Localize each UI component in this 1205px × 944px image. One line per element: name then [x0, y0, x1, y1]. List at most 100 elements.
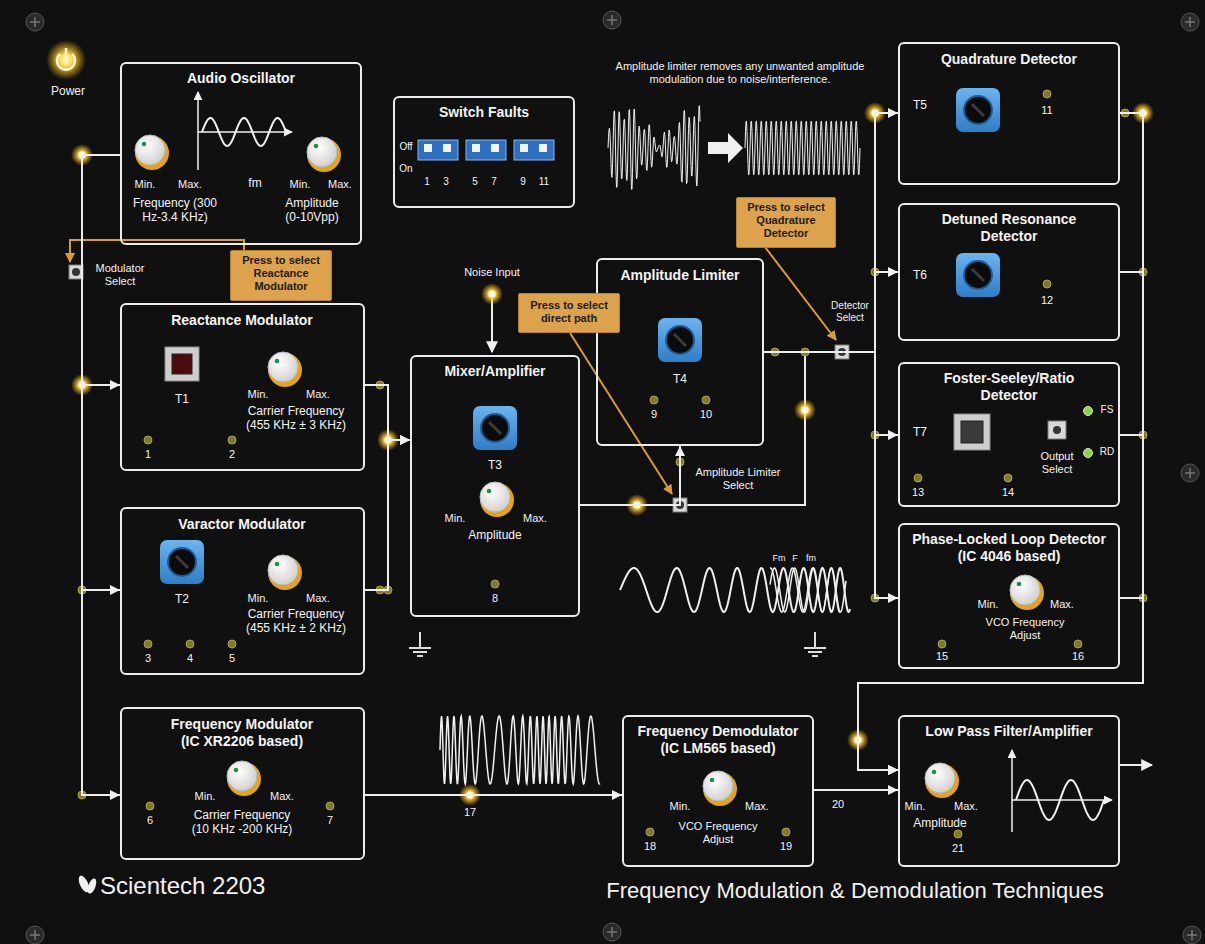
limiter-illustration — [608, 106, 700, 190]
mounting-screws — [26, 13, 44, 31]
panel-text: Min. — [126, 178, 164, 191]
panel-text: Max. — [950, 800, 982, 813]
panel-text: T2 — [167, 592, 197, 606]
module-panel: Reactance ModulatorT1Min.Max.Carrier Fre… — [120, 303, 365, 471]
indicator-leds — [1084, 407, 1093, 416]
callout-text: Press to select direct path — [522, 299, 616, 325]
panel-text: 5 — [469, 176, 481, 188]
panel-text: 3 — [141, 652, 155, 665]
test-points — [954, 830, 962, 838]
panel-text: Min. — [438, 512, 472, 525]
module-panel: Detuned Resonance DetectorT612 — [898, 203, 1120, 341]
panel-text: Carrier Frequency (455 KHz ± 2 KHz) — [239, 607, 354, 636]
test-points — [228, 436, 236, 444]
dip-switches — [418, 140, 554, 160]
signal-connector — [82, 155, 120, 590]
panel-text: Max. — [265, 790, 299, 803]
brand-logo — [77, 874, 98, 895]
panel-text: 8 — [488, 592, 502, 605]
panel-text: Carrier Frequency (455 KHz ± 3 KHz) — [239, 404, 354, 433]
dip-switches — [472, 144, 480, 152]
brand-name: Scientech 2203 — [100, 872, 320, 901]
signal-connector — [82, 155, 120, 795]
mounting-screws — [26, 11, 1201, 944]
panel-text: Max. — [300, 388, 336, 401]
module-panel: Varactor ModulatorT2Min.Max.Carrier Freq… — [120, 507, 365, 675]
dip-switches — [539, 144, 547, 152]
panel-text: Amplitude — [905, 816, 975, 830]
mounting-screws — [1181, 464, 1199, 482]
panel-text: 6 — [143, 814, 157, 827]
dip-switches — [424, 144, 432, 152]
panel-text: Amplitude (0-10Vpp) — [281, 196, 343, 225]
board-wires — [1120, 764, 1152, 766]
panel-text: Min. — [973, 598, 1003, 611]
dip-switches — [466, 140, 506, 160]
oscillator-graph — [198, 92, 292, 170]
power-indicator — [46, 40, 86, 80]
panel-text: 13 — [909, 486, 927, 499]
power-indicator — [65, 48, 68, 60]
select-switches — [1053, 426, 1061, 434]
select-switches — [69, 265, 1066, 512]
oscillator-graph — [202, 118, 286, 146]
callout-text: Press to select Reactance Modulator — [234, 254, 328, 294]
panel-text: 14 — [999, 486, 1017, 499]
test-points — [144, 640, 152, 648]
panel-text: Min. — [240, 388, 276, 401]
module-title: Varactor Modulator — [127, 516, 357, 533]
ground-symbols — [409, 632, 826, 656]
panel-text: Max. — [171, 178, 209, 191]
mounting-screws — [1183, 926, 1201, 944]
limiter-illustration — [745, 121, 860, 174]
panel-label: Power — [43, 84, 93, 98]
test-points — [702, 396, 710, 404]
panel-text: 11 — [536, 176, 552, 188]
callout-box: Press to select direct path — [518, 293, 620, 333]
panel-text: VCO Frequency Adjust — [664, 820, 772, 846]
mounting-screws — [603, 11, 621, 29]
panel-text: Min. — [900, 800, 930, 813]
switch-label: Detector Select — [827, 300, 873, 324]
panel-text: 16 — [1069, 650, 1087, 663]
panel-text: 3 — [440, 176, 452, 188]
test-points — [782, 828, 790, 836]
test-point-number: 20 — [828, 798, 848, 811]
panel-text: On — [396, 163, 416, 175]
module-title: Frequency Modulator (IC XR2206 based) — [165, 716, 320, 750]
panel-text: Amplitude — [455, 528, 535, 542]
filter-graph — [1012, 750, 1112, 832]
panel-text: 5 — [225, 652, 239, 665]
module-panel: Frequency Demodulator (IC LM565 based)Mi… — [622, 715, 814, 867]
signal-label: fm — [804, 553, 818, 564]
signal-connector — [858, 272, 1143, 770]
fm-waveform — [440, 716, 600, 784]
control-knobs — [1010, 575, 1044, 610]
panel-text: 9 — [517, 176, 529, 188]
control-knobs — [480, 482, 514, 517]
signal-connector — [858, 113, 1143, 770]
indicator-leds — [1084, 449, 1093, 458]
panel-text: 12 — [1038, 294, 1056, 307]
panel-text: 2 — [225, 448, 239, 461]
callout-leaders — [765, 247, 836, 340]
tuning-transformers — [961, 421, 983, 443]
module-title: Amplitude Limiter — [600, 267, 760, 284]
panel-text: 21 — [949, 842, 967, 855]
tuning-transformers — [658, 318, 702, 362]
control-knobs — [703, 771, 737, 806]
panel-text: 7 — [323, 814, 337, 827]
signal-label: Fm — [771, 553, 787, 564]
brand-logo — [86, 877, 98, 894]
mounting-screws — [603, 923, 621, 941]
test-points — [938, 640, 946, 648]
ground-symbols — [409, 632, 431, 656]
oscillator-graph — [198, 131, 292, 133]
control-knobs — [135, 135, 169, 170]
module-title: Quadrature Detector — [904, 51, 1114, 68]
panel-text: Carrier Frequency (10 KHz -200 KHz) — [188, 808, 296, 837]
module-panel: Quadrature DetectorT511 — [898, 42, 1120, 185]
